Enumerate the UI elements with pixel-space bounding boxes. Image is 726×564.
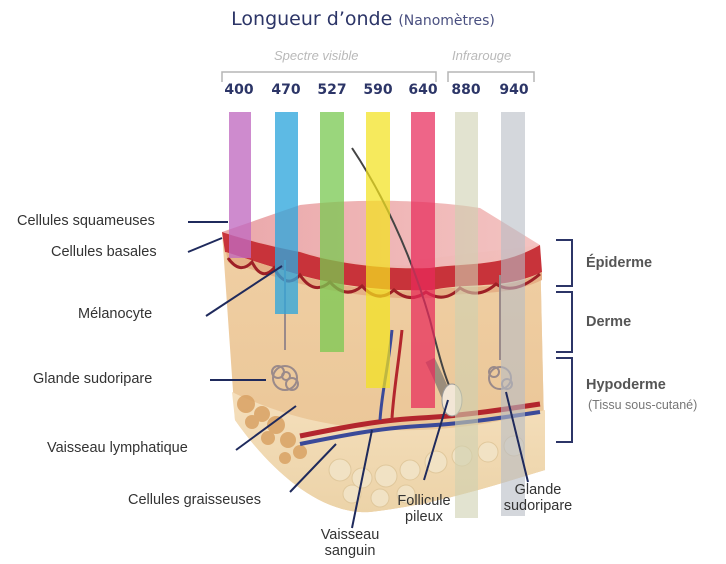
spectrum-brackets bbox=[222, 72, 534, 82]
label-blood-vessel-line2: sanguin bbox=[310, 543, 390, 559]
label-blood-vessel-line1: Vaisseau bbox=[310, 527, 390, 543]
label-dermis: Derme bbox=[586, 314, 631, 330]
label-melanocyte: Mélanocyte bbox=[78, 306, 152, 322]
bar-400 bbox=[229, 112, 251, 258]
label-lymphatic-vessel: Vaisseau lymphatique bbox=[47, 440, 188, 456]
label-hair-follicle-line2: pileux bbox=[384, 509, 464, 525]
bar-527 bbox=[320, 112, 344, 352]
label-basal-cells: Cellules basales bbox=[51, 244, 157, 260]
label-squamous-cells: Cellules squameuses bbox=[17, 213, 155, 229]
bar-880 bbox=[455, 112, 478, 518]
label-hypodermis: Hypoderme bbox=[586, 377, 666, 393]
label-sweat-gland-right-line2: sudoripare bbox=[490, 498, 586, 514]
label-sweat-gland-right-line1: Glande bbox=[490, 482, 586, 498]
label-sweat-gland-right: Glande sudoripare bbox=[490, 482, 586, 514]
label-hair-follicle: Follicule pileux bbox=[384, 493, 464, 525]
label-sweat-gland-left: Glande sudoripare bbox=[33, 371, 152, 387]
bar-590 bbox=[366, 112, 390, 388]
bar-640 bbox=[411, 112, 435, 408]
label-blood-vessel: Vaisseau sanguin bbox=[310, 527, 390, 559]
label-hypodermis-note: (Tissu sous-cutané) bbox=[588, 398, 697, 412]
label-fat-cells: Cellules graisseuses bbox=[128, 492, 261, 508]
bar-470 bbox=[275, 112, 298, 314]
label-hair-follicle-line1: Follicule bbox=[384, 493, 464, 509]
layer-brackets bbox=[556, 240, 572, 442]
label-epidermis: Épiderme bbox=[586, 255, 652, 271]
